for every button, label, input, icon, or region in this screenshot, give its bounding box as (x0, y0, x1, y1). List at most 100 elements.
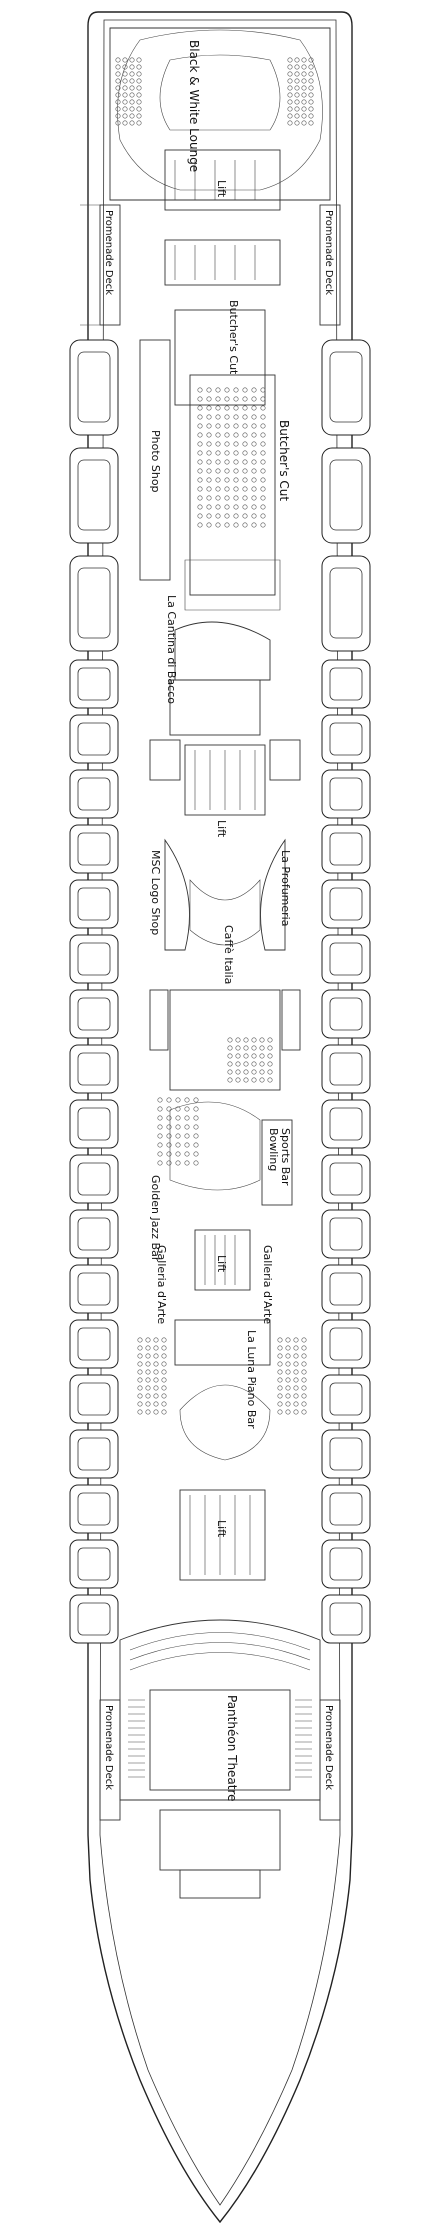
seat (294, 71, 300, 77)
seat (287, 85, 293, 91)
seat (122, 92, 128, 98)
seat (259, 1077, 265, 1083)
seat (153, 1393, 159, 1399)
seat (224, 513, 230, 519)
seat (197, 450, 203, 456)
lifeboat-inner (77, 1382, 111, 1416)
seat (129, 85, 135, 91)
lifeboats-right (321, 339, 371, 652)
lifeboat-inner (329, 1217, 363, 1251)
seat (153, 1409, 159, 1415)
seat (122, 57, 128, 63)
seat (251, 477, 257, 483)
seat (294, 57, 300, 63)
seat (215, 396, 221, 402)
seat (301, 1385, 307, 1391)
seat (233, 441, 239, 447)
lifeboat-outline (321, 1319, 371, 1369)
lifeboat-inner (329, 1602, 363, 1636)
seat (285, 1385, 291, 1391)
lifeboats-left (69, 339, 119, 652)
golden-jazz-bar-label: Golden Jazz Bar (149, 1175, 162, 1262)
seat (129, 71, 135, 77)
seat (206, 423, 212, 429)
seat (260, 387, 266, 393)
seat (287, 78, 293, 84)
seat (308, 64, 314, 70)
theatre-rows (128, 1699, 312, 1778)
seat (136, 120, 142, 126)
seat (227, 1053, 233, 1059)
seat (260, 441, 266, 447)
seat (122, 64, 128, 70)
lifeboat-inner (77, 1437, 111, 1471)
seat (285, 1401, 291, 1407)
pantheon-theatre-label: Panthéon Theatre (225, 1695, 239, 1802)
seat (129, 106, 135, 112)
seat (197, 432, 203, 438)
seat (233, 513, 239, 519)
seat (267, 1045, 273, 1051)
seat (227, 1077, 233, 1083)
lifeboat-inner (329, 1382, 363, 1416)
lifeboat-inner (329, 942, 363, 976)
lifeboat-outline (321, 1099, 371, 1149)
seat (293, 1401, 299, 1407)
seat (259, 1045, 265, 1051)
seat (260, 414, 266, 420)
seat (161, 1401, 167, 1407)
seat (259, 1061, 265, 1067)
lifeboat-outline (321, 1374, 371, 1424)
lift-lower (194, 1229, 251, 1291)
lifeboat-outline (69, 769, 119, 819)
butchers-cut-seating (197, 387, 266, 528)
promenade-deck-label-top-left: Promenade Deck (103, 210, 114, 295)
lifeboat-outline (321, 1044, 371, 1094)
lifeboat-inner (77, 1492, 111, 1526)
lifeboat-outline (321, 1539, 371, 1589)
seat (259, 1069, 265, 1075)
seat (243, 1061, 249, 1067)
seat (308, 78, 314, 84)
seat (122, 78, 128, 84)
la-cantina-di-bacco-label: La Cantina di Bacco (165, 595, 178, 704)
seat (161, 1353, 167, 1359)
promenade-deck-label-bottom-left: Promenade Deck (103, 1705, 114, 1790)
shops-area (149, 838, 301, 1091)
seat (215, 504, 221, 510)
seat (301, 113, 307, 119)
seat (161, 1409, 167, 1415)
seat (197, 414, 203, 420)
lifeboat-outline (321, 769, 371, 819)
seat (308, 99, 314, 105)
lifeboat-inner (329, 1492, 363, 1526)
seat (136, 92, 142, 98)
seat (115, 113, 121, 119)
seat (235, 1077, 241, 1083)
lifeboat-outline (321, 1429, 371, 1479)
seat (285, 1361, 291, 1367)
seat (287, 106, 293, 112)
lifeboat-inner (77, 1327, 111, 1361)
seat (287, 57, 293, 63)
seat (193, 1106, 199, 1112)
seat (294, 92, 300, 98)
seat (161, 1337, 167, 1343)
seat (215, 441, 221, 447)
seat (293, 1393, 299, 1399)
seat (301, 64, 307, 70)
lifeboat-inner (329, 777, 363, 811)
lifeboat-inner (77, 722, 111, 756)
seat (197, 441, 203, 447)
seat (308, 71, 314, 77)
seat (206, 396, 212, 402)
seat (235, 1037, 241, 1043)
seat (242, 459, 248, 465)
lifeboat-inner (329, 1437, 363, 1471)
seat (145, 1353, 151, 1359)
seat (287, 120, 293, 126)
seat (215, 495, 221, 501)
seat (197, 477, 203, 483)
seat (233, 414, 239, 420)
seat (136, 57, 142, 63)
